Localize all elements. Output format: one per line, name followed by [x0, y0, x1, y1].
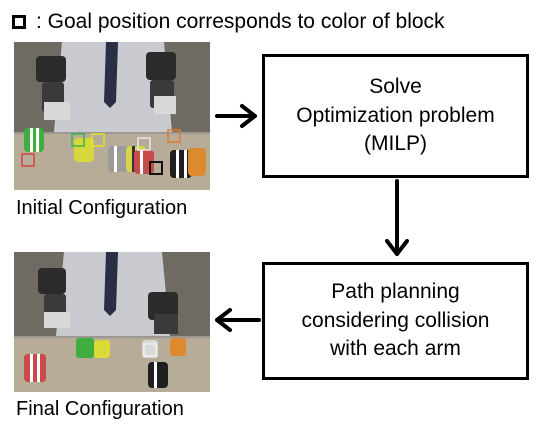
goal-marker-icon — [12, 15, 26, 29]
initial-configuration-caption: Initial Configuration — [16, 197, 188, 219]
solve-line-2: Optimization problem — [296, 103, 495, 127]
solve-line-3: (MILP) — [364, 132, 427, 156]
arrow-to-final — [215, 308, 261, 332]
path-line-2: considering collision — [301, 308, 490, 332]
final-configuration-image — [14, 252, 210, 392]
path-line-3: with each arm — [330, 337, 461, 361]
path-line-1: Path planning — [331, 280, 460, 304]
solve-line-1: Solve — [369, 75, 422, 99]
legend-text: : Goal position corresponds to color of … — [36, 10, 445, 33]
initial-configuration-image — [14, 42, 210, 190]
path-planning-box: Path planning considering collision with… — [262, 262, 529, 380]
solve-optimization-box: Solve Optimization problem (MILP) — [262, 54, 529, 178]
arrow-to-solve — [215, 104, 257, 128]
final-configuration-caption: Final Configuration — [16, 398, 184, 420]
arrow-to-path — [385, 179, 409, 256]
legend: : Goal position corresponds to color of … — [12, 10, 445, 34]
